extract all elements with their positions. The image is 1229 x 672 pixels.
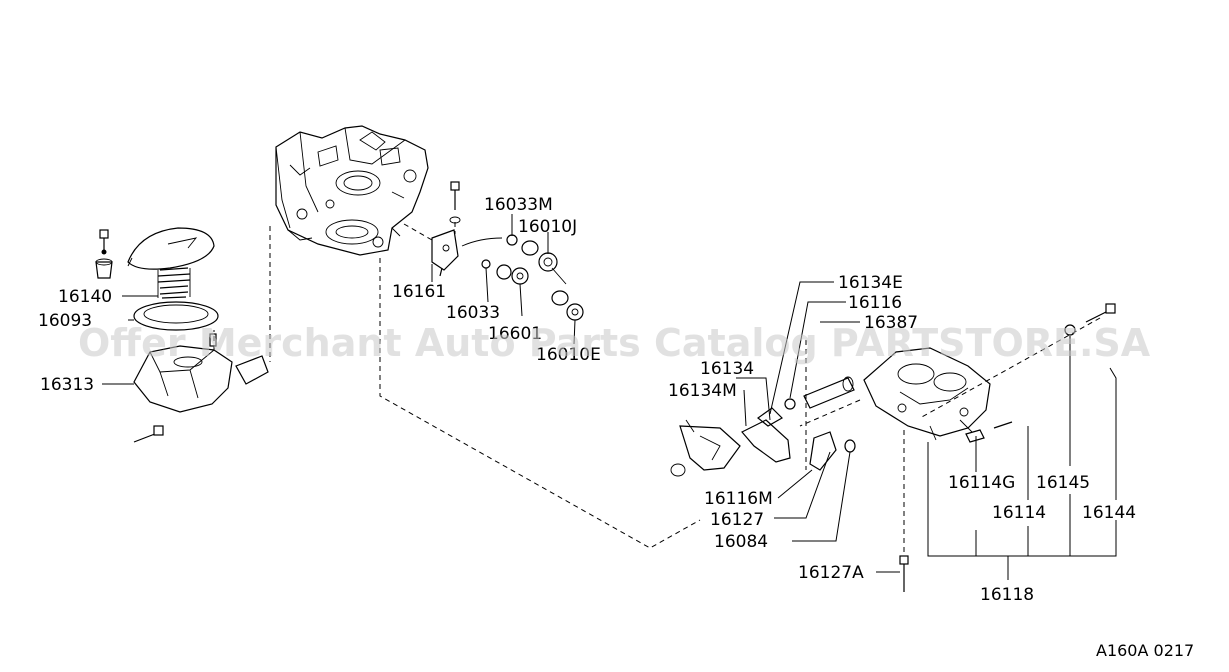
- part-16033-washer[interactable]: [481, 259, 512, 280]
- label-16313: 16313: [40, 375, 94, 395]
- label-16010E: 16010E: [536, 345, 601, 365]
- label-16140: 16140: [58, 287, 112, 307]
- label-16033: 16033: [446, 303, 500, 323]
- assembly-line: [919, 317, 1101, 419]
- part-16116-lever[interactable]: [784, 398, 796, 410]
- assembly-line: [403, 223, 433, 241]
- part-16116M-plate[interactable]: [809, 431, 837, 471]
- part-16093-diaphragm[interactable]: [133, 301, 219, 331]
- label-16134M: 16134M: [668, 381, 737, 401]
- label-16134: 16134: [700, 359, 754, 379]
- part-16114G-gasket[interactable]: [965, 429, 985, 443]
- leader-lines: [102, 214, 1117, 580]
- part-16313-diaphragm-housing[interactable]: [133, 333, 269, 413]
- label-16114: 16114: [992, 503, 1046, 523]
- label-16010J: 16010J: [518, 217, 577, 237]
- part-16140-spring[interactable]: [95, 258, 191, 299]
- part-16010E-nut[interactable]: [551, 290, 584, 321]
- throttle-body[interactable]: [863, 347, 991, 441]
- label-16116: 16116: [848, 293, 902, 313]
- label-16134E: 16134E: [838, 273, 903, 293]
- part-16134-lever[interactable]: [741, 419, 791, 463]
- label-16144: 16144: [1082, 503, 1136, 523]
- label-16033M: 16033M: [484, 195, 553, 215]
- label-16127A: 16127A: [798, 563, 864, 583]
- watermark-text: Offer Merchant Auto Parts Catalog PARTST…: [78, 321, 1151, 365]
- part-16084-washer[interactable]: [844, 439, 856, 453]
- linkage-rod-2: [551, 267, 567, 285]
- assembly-line: [799, 399, 861, 427]
- linkage-bolt[interactable]: [449, 181, 461, 224]
- label-16601: 16601: [488, 324, 542, 344]
- part-16134M-arm[interactable]: [670, 419, 741, 477]
- carburetor-body[interactable]: [275, 125, 429, 256]
- assembly-line: [379, 258, 701, 549]
- diaphragm-screw[interactable]: [99, 229, 109, 255]
- part-16127A-screw[interactable]: [899, 555, 909, 592]
- part-16134E-spring[interactable]: [757, 407, 783, 427]
- part-16010J-nut[interactable]: [521, 240, 558, 272]
- diaphragm-cover[interactable]: [127, 227, 215, 270]
- part-16144-bolt[interactable]: [1085, 303, 1116, 323]
- part-16145-washer[interactable]: [1064, 324, 1076, 336]
- linkage-rod: [461, 237, 503, 247]
- label-16118: 16118: [980, 585, 1034, 605]
- part-16387-cylinder[interactable]: [803, 376, 855, 409]
- diagram-code: A160A 0217: [1096, 641, 1194, 660]
- part-16033M-washer[interactable]: [506, 234, 518, 246]
- part-16601-lever[interactable]: [511, 267, 529, 285]
- label-16093: 16093: [38, 311, 92, 331]
- label-16084: 16084: [714, 532, 768, 552]
- housing-screw[interactable]: [133, 425, 164, 443]
- label-16127: 16127: [710, 510, 764, 530]
- label-16161: 16161: [392, 282, 446, 302]
- label-16116M: 16116M: [704, 489, 773, 509]
- part-16114-screw[interactable]: [993, 421, 1013, 429]
- label-16145: 16145: [1036, 473, 1090, 493]
- label-16387: 16387: [864, 313, 918, 333]
- part-16161-bracket[interactable]: [431, 229, 459, 277]
- label-16114G: 16114G: [948, 473, 1015, 493]
